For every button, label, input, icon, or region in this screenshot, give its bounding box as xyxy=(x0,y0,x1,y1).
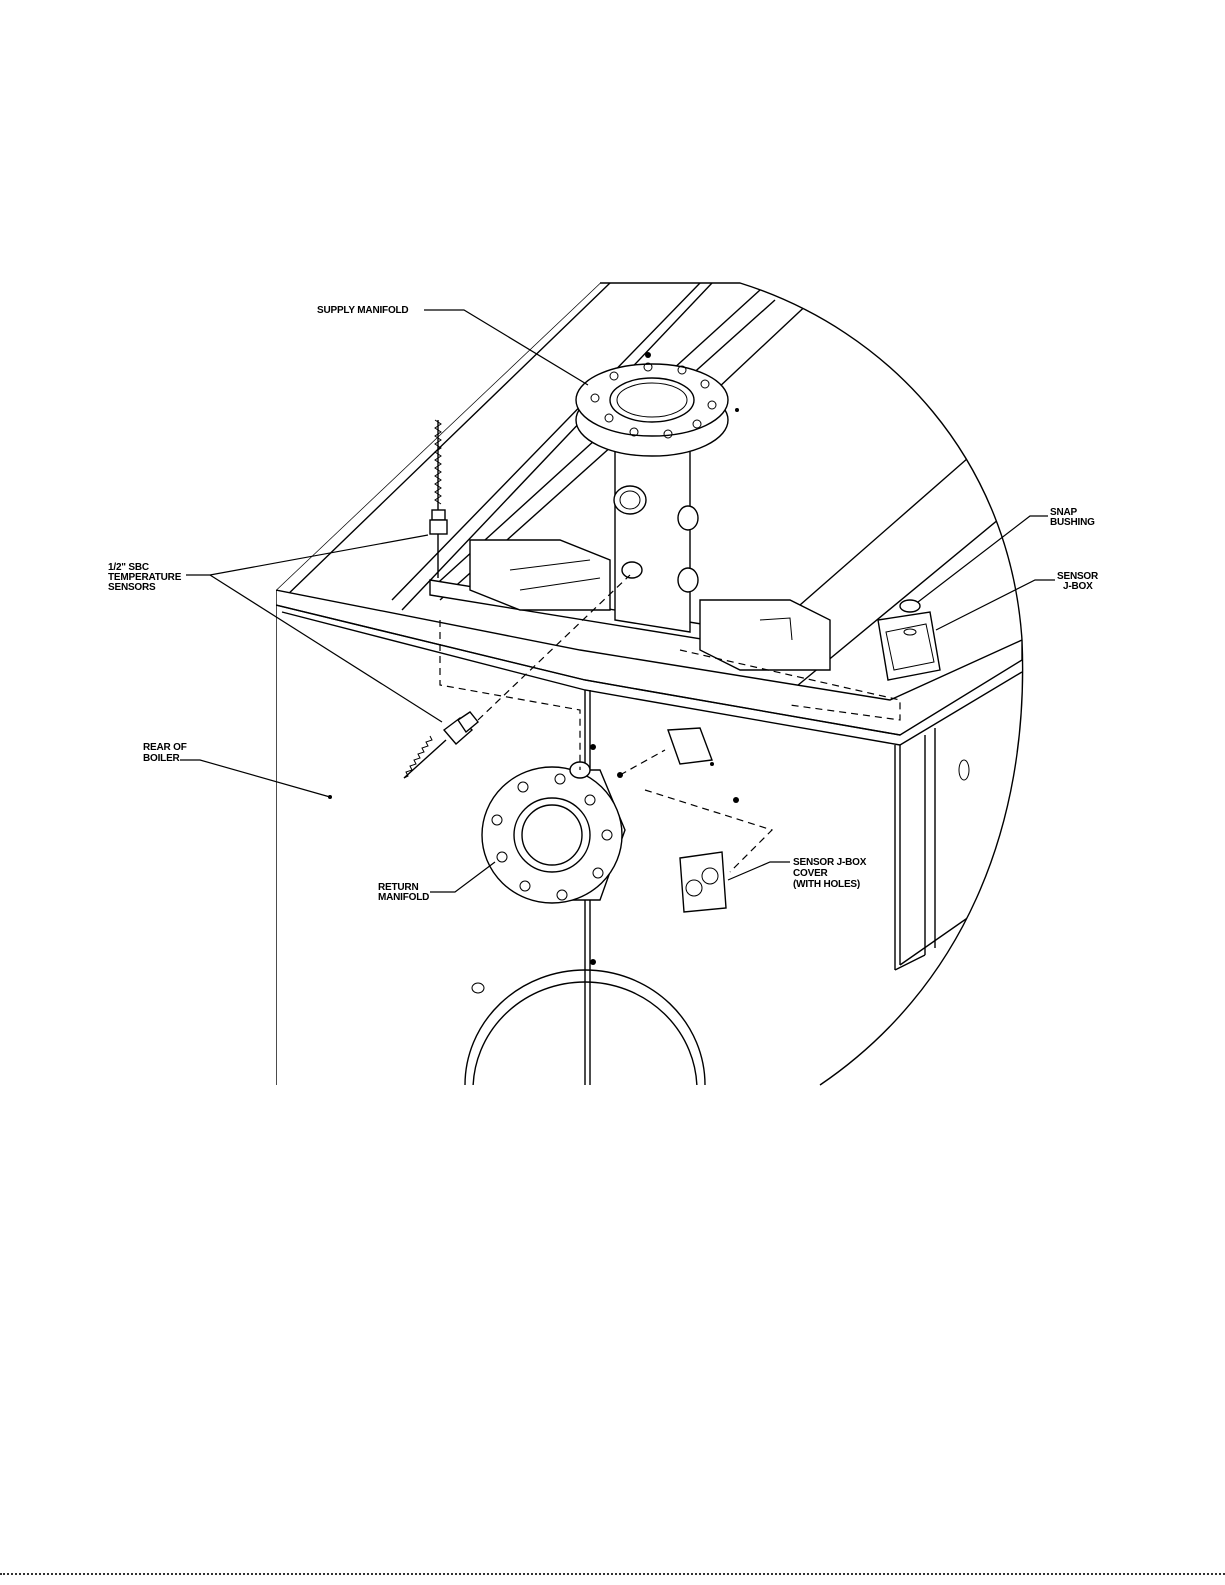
label-return-manifold: RETURN MANIFOLD xyxy=(378,882,429,903)
page-bottom-rule xyxy=(0,1573,1225,1575)
label-supply-manifold: SUPPLY MANIFOLD xyxy=(317,305,408,316)
label-sensor-jbox: SENSOR J-BOX xyxy=(1057,571,1101,592)
label-snap-bushing: SNAP BUSHING xyxy=(1050,507,1095,528)
label-rear-of-boiler: REAR OF BOILER xyxy=(143,742,189,764)
boiler-body xyxy=(276,283,1022,1200)
label-temperature-sensors: 1/2" SBC TEMPERATURE SENSORS xyxy=(108,562,184,593)
label-sensor-jbox-cover: SENSOR J-BOX COVER (WITH HOLES) xyxy=(793,857,869,890)
